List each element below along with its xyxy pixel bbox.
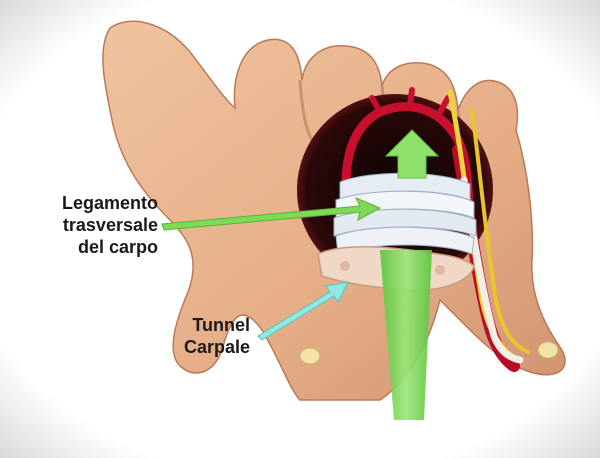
nerve — [470, 108, 530, 354]
pointer-arrow — [257, 281, 349, 341]
bone-spot — [340, 261, 350, 271]
finger-crease — [298, 79, 314, 141]
tunnel-label-line: Tunnel — [192, 315, 250, 335]
ligament-label-line: Legamento — [61, 193, 158, 213]
ligament-label-line: trasversale — [62, 215, 158, 235]
bone-end — [299, 347, 321, 365]
artery-branch — [437, 95, 451, 115]
bone-end — [537, 341, 559, 359]
artery-branch — [369, 95, 383, 115]
bone-spot — [435, 265, 445, 275]
transverse-ligament — [333, 172, 477, 255]
ligament-label: Legamento trasversale del carpo — [30, 192, 158, 258]
artery-branch — [407, 87, 415, 107]
ligament-label-line: del carpo — [77, 237, 158, 257]
flow-arrow-head — [384, 129, 440, 179]
tunnel-label-line: Carpale — [183, 337, 250, 357]
flow-arrow — [380, 250, 432, 420]
pointer-arrow — [161, 197, 382, 231]
tunnel-label: Tunnel Carpale — [150, 314, 250, 358]
